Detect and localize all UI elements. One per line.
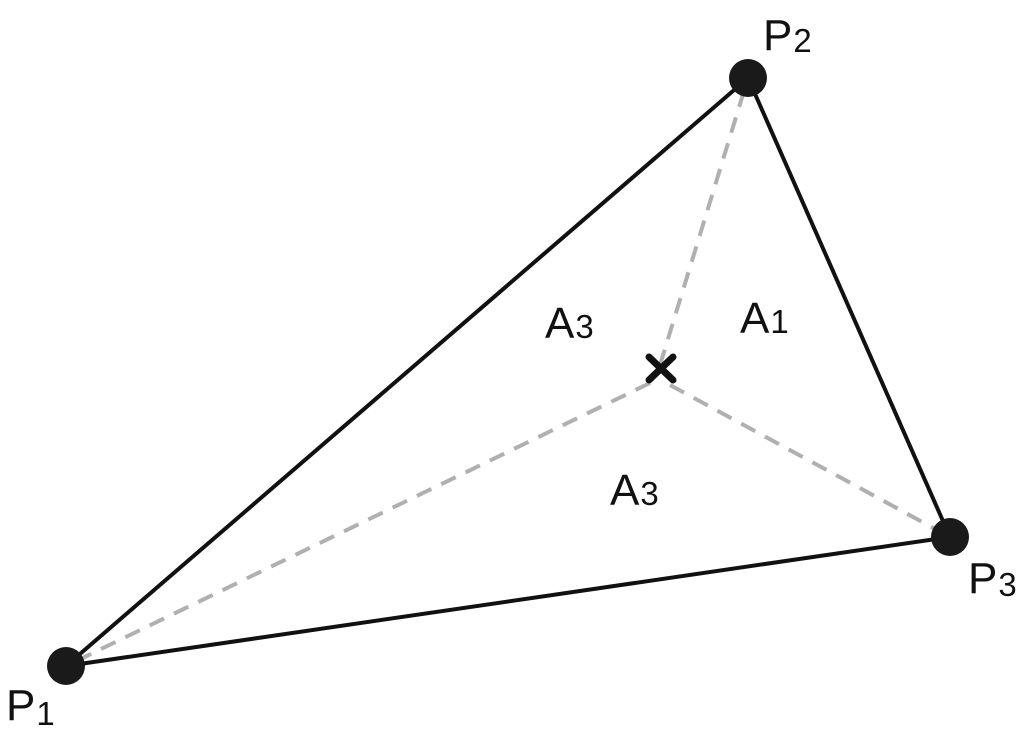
vertex-p1 [47,647,85,685]
vertex-p2 [729,59,767,97]
edge-p1-p3 [65,535,951,668]
dashed-connectors [65,77,951,668]
label-region-upper-left: A3 [545,299,594,348]
dashed-line-to-p3 [669,383,951,539]
vertex-p3 [931,518,969,556]
label-p2: P2 [763,11,812,60]
label-region-right: A1 [740,294,789,343]
label-p3: P3 [968,554,1017,603]
triangle-edges [64,76,952,668]
dashed-line-to-p2 [658,77,750,366]
label-p1: P1 [6,681,55,732]
dashed-line-to-p1 [65,381,651,668]
interior-point-marker [645,353,677,384]
vertices [47,59,969,685]
edge-p1-p2 [64,76,750,668]
label-region-bottom: A3 [610,466,659,515]
edge-p2-p3 [746,77,952,538]
